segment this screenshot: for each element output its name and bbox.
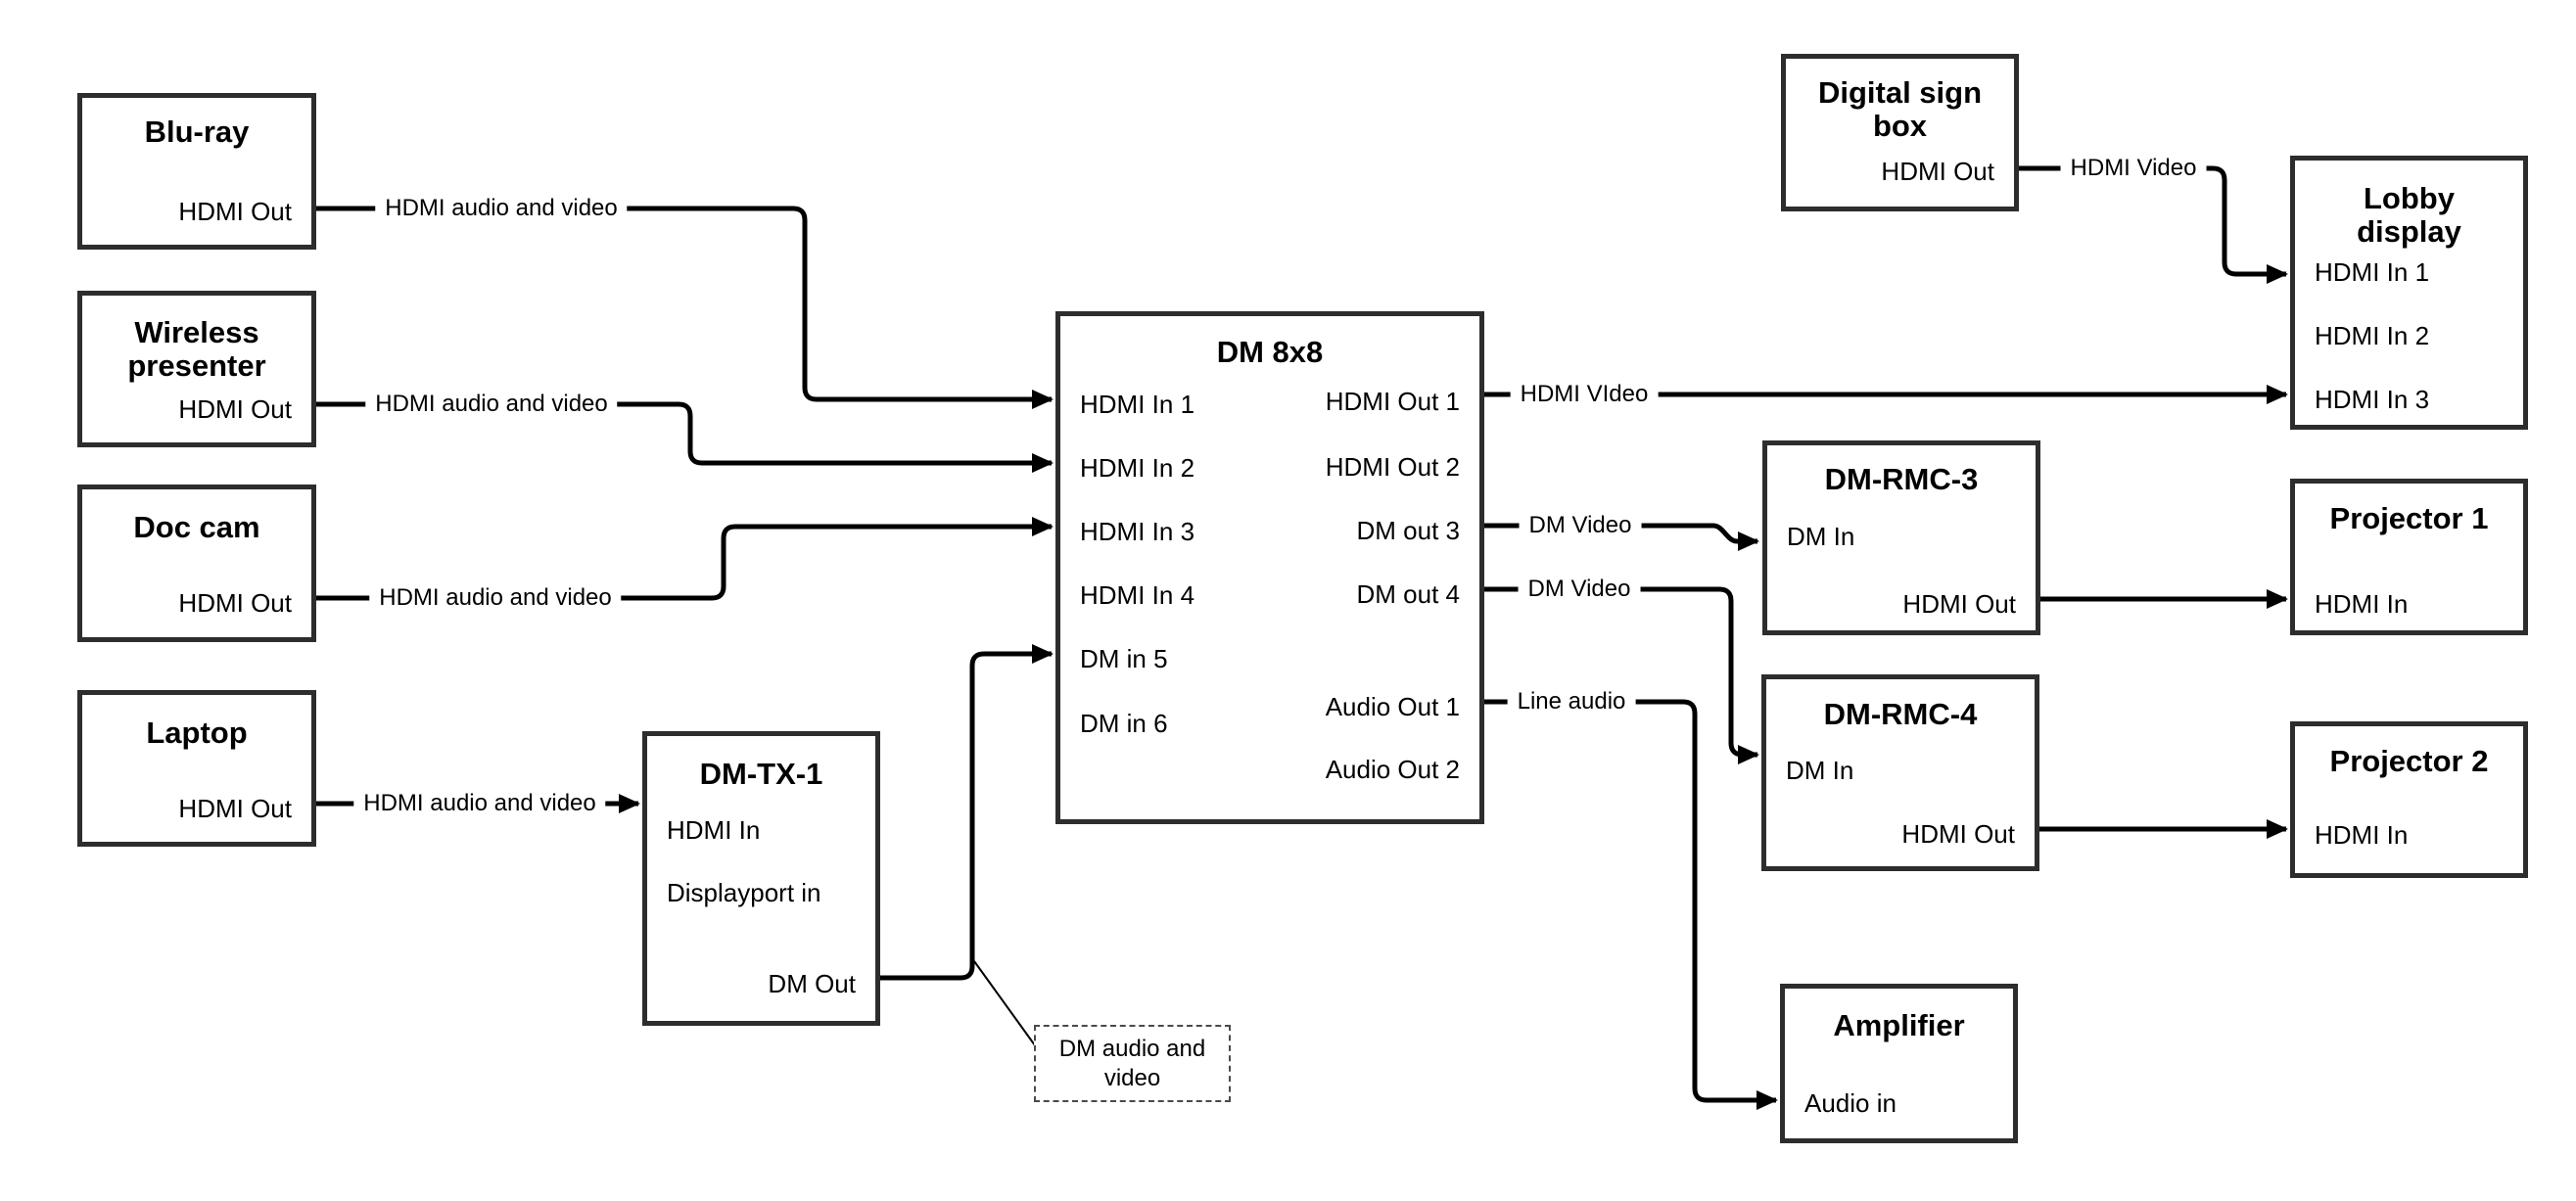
- edge-label-line-audio: Line audio: [1507, 688, 1636, 716]
- edge-label-hdmi-audio-video-doccam: HDMI audio and video: [369, 584, 622, 612]
- port-dm8x8-audio-out-1: Audio Out 1: [1325, 692, 1460, 721]
- edge-digitalsign-to-lobby-in1: [2018, 165, 2288, 284]
- port-dm8x8-dm-out-4: DM out 4: [1356, 579, 1461, 609]
- port-dmtx1-displayport-in: Displayport in: [667, 878, 821, 907]
- port-doccam-hdmi-out: HDMI Out: [178, 588, 292, 618]
- node-digital-sign-box: Digital sign box HDMI Out: [1781, 54, 2019, 211]
- node-title: DM-RMC-4: [1823, 697, 1978, 731]
- node-dm-tx-1: DM-TX-1 HDMI In Displayport in DM Out: [642, 731, 880, 1026]
- edge-label-hdmi-video-digitalsign: HDMI Video: [2060, 155, 2207, 182]
- port-dmtx1-hdmi-in: HDMI In: [667, 815, 761, 845]
- port-rmc4-hdmi-out: HDMI Out: [1901, 819, 2015, 849]
- callout-leader-line: [973, 960, 1036, 1046]
- edge-label-dm-video-out3: DM Video: [1519, 512, 1642, 539]
- edge-label-hdmi-audio-video-bluray: HDMI audio and video: [375, 195, 628, 222]
- port-dm8x8-audio-out-2: Audio Out 2: [1325, 755, 1460, 784]
- edge-doccam-to-dm8x8-in3: [316, 517, 1054, 601]
- edge-dm8x8-audio1-to-amplifier: [1484, 699, 1778, 1110]
- port-amplifier-audio-in: Audio in: [1804, 1088, 1897, 1118]
- node-title: Projector 1: [2329, 501, 2489, 535]
- node-title: Digital sign box: [1817, 75, 1983, 143]
- port-rmc4-dm-in: DM In: [1786, 756, 1854, 785]
- node-title: DM-TX-1: [699, 757, 823, 791]
- port-digitalsign-hdmi-out: HDMI Out: [1881, 157, 1994, 186]
- node-title: DM-RMC-3: [1824, 462, 1979, 496]
- port-dm8x8-hdmi-out-1: HDMI Out 1: [1325, 387, 1460, 416]
- node-title: Projector 2: [2329, 744, 2489, 778]
- port-proj1-hdmi-in: HDMI In: [2315, 589, 2409, 619]
- port-bluray-hdmi-out: HDMI Out: [178, 197, 292, 226]
- port-dmtx1-dm-out: DM Out: [768, 969, 856, 998]
- node-laptop: Laptop HDMI Out: [77, 690, 316, 847]
- node-lobby-display: Lobby display HDMI In 1 HDMI In 2 HDMI I…: [2290, 156, 2528, 430]
- port-wireless-hdmi-out: HDMI Out: [178, 394, 292, 424]
- node-bluray: Blu-ray HDMI Out: [77, 93, 316, 250]
- edge-label-hdmi-audio-video-laptop: HDMI audio and video: [353, 790, 606, 817]
- port-dm8x8-hdmi-out-2: HDMI Out 2: [1325, 452, 1460, 482]
- callout-text: DM audio and video: [1058, 1035, 1206, 1091]
- port-proj2-hdmi-in: HDMI In: [2315, 820, 2409, 850]
- port-rmc3-dm-in: DM In: [1787, 522, 1855, 551]
- node-title: Lobby display: [2357, 181, 2461, 249]
- node-doc-cam: Doc cam HDMI Out: [77, 485, 316, 642]
- node-dm-rmc-3: DM-RMC-3 DM In HDMI Out: [1762, 440, 2040, 635]
- node-title: Doc cam: [133, 510, 260, 544]
- callout-dm-audio-and-video: DM audio and video: [1034, 1025, 1231, 1102]
- edge-label-hdmi-video-out1: HDMI VIdeo: [1510, 381, 1659, 408]
- port-lobby-hdmi-in-2: HDMI In 2: [2315, 321, 2430, 350]
- edge-label-dm-video-out4: DM Video: [1518, 576, 1641, 603]
- port-dm8x8-dm-out-3: DM out 3: [1356, 516, 1461, 545]
- edge-dmtx1-to-dm8x8-in5: [880, 644, 1054, 981]
- edge-bluray-to-dm8x8-in1: [316, 206, 1054, 409]
- port-dm8x8-hdmi-in-3: HDMI In 3: [1080, 517, 1195, 546]
- port-lobby-hdmi-in-3: HDMI In 3: [2315, 385, 2430, 414]
- port-dm8x8-dm-in-6: DM in 6: [1080, 709, 1168, 738]
- node-title: Wireless presenter: [127, 315, 266, 383]
- edge-dm8x8-out4-to-rmc4: [1484, 586, 1759, 764]
- node-title: DM 8x8: [1216, 335, 1324, 369]
- node-dm-8x8: DM 8x8 HDMI In 1 HDMI In 2 HDMI In 3 HDM…: [1055, 311, 1484, 824]
- port-dm8x8-hdmi-in-1: HDMI In 1: [1080, 390, 1195, 419]
- edge-label-hdmi-audio-video-wireless: HDMI audio and video: [365, 391, 618, 418]
- node-projector-1: Projector 1 HDMI In: [2290, 479, 2528, 635]
- port-dm8x8-hdmi-in-2: HDMI In 2: [1080, 453, 1195, 483]
- node-wireless-presenter: Wireless presenter HDMI Out: [77, 291, 316, 447]
- port-rmc3-hdmi-out: HDMI Out: [1902, 589, 2016, 619]
- port-laptop-hdmi-out: HDMI Out: [178, 794, 292, 823]
- edge-wireless-to-dm8x8-in2: [316, 401, 1054, 473]
- node-title: Laptop: [146, 716, 248, 750]
- edge-dm8x8-out3-to-rmc3: [1484, 523, 1759, 551]
- port-lobby-hdmi-in-1: HDMI In 1: [2315, 257, 2430, 287]
- node-title: Amplifier: [1833, 1008, 1965, 1042]
- node-title: Blu-ray: [144, 115, 250, 149]
- port-dm8x8-dm-in-5: DM in 5: [1080, 644, 1168, 673]
- node-amplifier: Amplifier Audio in: [1780, 984, 2018, 1143]
- node-projector-2: Projector 2 HDMI In: [2290, 721, 2528, 878]
- port-dm8x8-hdmi-in-4: HDMI In 4: [1080, 580, 1195, 610]
- node-dm-rmc-4: DM-RMC-4 DM In HDMI Out: [1761, 674, 2039, 871]
